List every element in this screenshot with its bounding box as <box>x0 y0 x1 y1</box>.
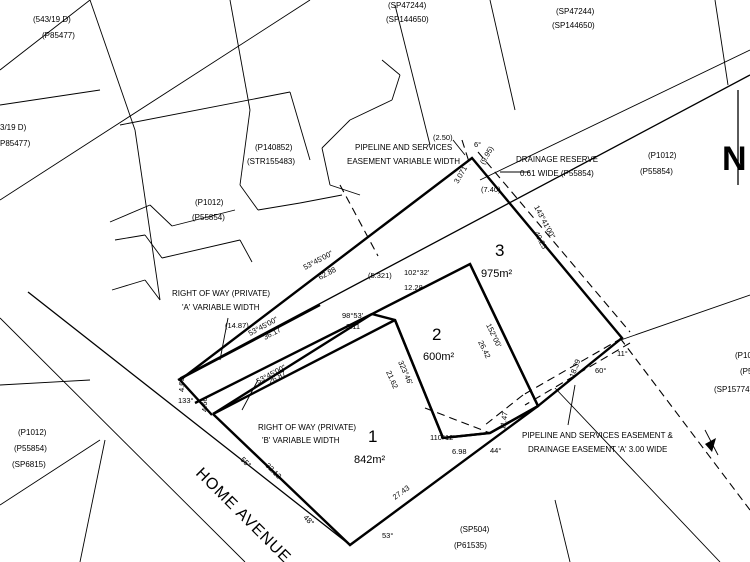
parcel-label: (P61535) <box>454 541 487 550</box>
parcel-label: 3/19 D) <box>0 123 27 132</box>
parcel-label: (P55854) <box>192 213 225 222</box>
parcel-label: (SP144650) <box>552 21 595 30</box>
dimension: 6° <box>474 140 481 149</box>
parcel-label: (P5 <box>740 367 750 376</box>
dimension: 11.47 <box>498 411 509 430</box>
lot-1-area: 842m² <box>354 454 386 466</box>
row-b-inner <box>212 318 396 416</box>
parcel-label: (SP6815) <box>12 460 46 469</box>
parcel-label: (P1012) <box>18 428 47 437</box>
dimension: 62.88 <box>317 265 338 282</box>
parcel-label: (STR155483) <box>247 157 295 166</box>
dimension: 21.62 <box>384 369 400 390</box>
dimension: 3.071 <box>452 164 469 185</box>
direction-arrow-icon <box>705 438 716 452</box>
parcel-label: (P55854) <box>640 167 673 176</box>
lower-parcels <box>0 379 571 562</box>
dimension: 3.11 <box>346 322 360 331</box>
parcel-label: P85477) <box>0 139 31 148</box>
north-label: N <box>722 140 747 178</box>
dimension: (14.87) <box>225 321 249 330</box>
parcel-label: (P85477) <box>42 31 75 40</box>
dimension: 102°32' <box>404 268 430 277</box>
parcel-label: (SP47244) <box>388 1 427 10</box>
row-b-label: 'B' VARIABLE WIDTH <box>262 436 340 445</box>
lot-1-boundary <box>212 319 539 547</box>
dimension: 110°12' <box>430 433 455 442</box>
parcel-label: (P1012) <box>195 198 224 207</box>
parcel-label: (P10 <box>735 351 750 360</box>
lot-3-number: 3 <box>495 241 504 260</box>
parcel-labels: (543/19 D) (P85477) 3/19 D) P85477) (SP4… <box>0 1 750 550</box>
leader-lines <box>219 139 576 426</box>
parcel-label: (543/19 D) <box>33 15 71 24</box>
drainage-reserve-label: DRAINAGE RESERVE <box>516 155 598 164</box>
dimension: 48° <box>302 513 316 527</box>
easement-annotations: PIPELINE AND SERVICES EASEMENT VARIABLE … <box>172 143 674 454</box>
right-of-way-a-boundary <box>177 303 321 382</box>
dimension: 60° <box>595 366 606 375</box>
right-of-way-b-boundary <box>194 312 373 405</box>
pipeline-bottom-label: DRAINAGE EASEMENT 'A' 3.00 WIDE <box>528 445 667 454</box>
dimension: 53° <box>382 531 393 540</box>
pipeline-top-label: PIPELINE AND SERVICES <box>355 143 452 152</box>
right-parcels <box>554 294 750 562</box>
parcel-label: (SP15774) <box>714 385 750 394</box>
lot-2-boundary <box>371 263 540 440</box>
parcel-label: (P55854) <box>14 444 47 453</box>
dimension: 98°53' <box>342 311 364 320</box>
lot-2-number: 2 <box>432 325 441 344</box>
dimension: 44° <box>490 446 501 455</box>
dimension: (2.50) <box>433 133 453 142</box>
dimension: 4.66 <box>200 397 209 412</box>
dimension: (7.40) <box>481 185 501 194</box>
road-edge-line <box>0 317 246 562</box>
drainage-reserve-label: 0.61 WIDE (P55854) <box>520 169 594 178</box>
dimension: 27.43 <box>391 483 411 501</box>
lot-labels: 3 975m² 2 600m² 1 842m² <box>354 241 513 466</box>
parcel-label: (SP47244) <box>556 7 595 16</box>
lot-2-area: 600m² <box>423 351 455 363</box>
pipeline-bottom-label: PIPELINE AND SERVICES EASEMENT & <box>522 431 674 440</box>
row-a-label: 'A' VARIABLE WIDTH <box>182 303 260 312</box>
dimension: (5.321) <box>368 271 392 280</box>
home-avenue-label: HOME AVENUE <box>192 465 294 562</box>
lot-1-number: 1 <box>368 427 377 446</box>
dimension: 26.42 <box>476 339 492 360</box>
parcel-label: (P1012) <box>648 151 677 160</box>
home-avenue-boundary <box>27 291 351 546</box>
parcel-label: (P140852) <box>255 143 293 152</box>
easements <box>339 139 631 434</box>
north-arrow: N <box>722 90 747 185</box>
dimension: 4.66 <box>177 377 186 392</box>
dimension: 11° <box>617 349 628 358</box>
dimension: 18.39 <box>567 358 582 379</box>
background-parcels <box>0 0 750 301</box>
row-a-label: RIGHT OF WAY (PRIVATE) <box>172 289 270 298</box>
dimension: 133° <box>178 396 194 405</box>
pipeline-top-label: EASEMENT VARIABLE WIDTH <box>347 157 460 166</box>
dimension: 6.98 <box>452 447 467 456</box>
lot-3-area: 975m² <box>481 268 513 280</box>
parcel-label: (SP144650) <box>386 15 429 24</box>
row-b-label: RIGHT OF WAY (PRIVATE) <box>258 423 356 432</box>
dimension: 12.28 <box>404 283 423 292</box>
parcel-label: (SP504) <box>460 525 490 534</box>
